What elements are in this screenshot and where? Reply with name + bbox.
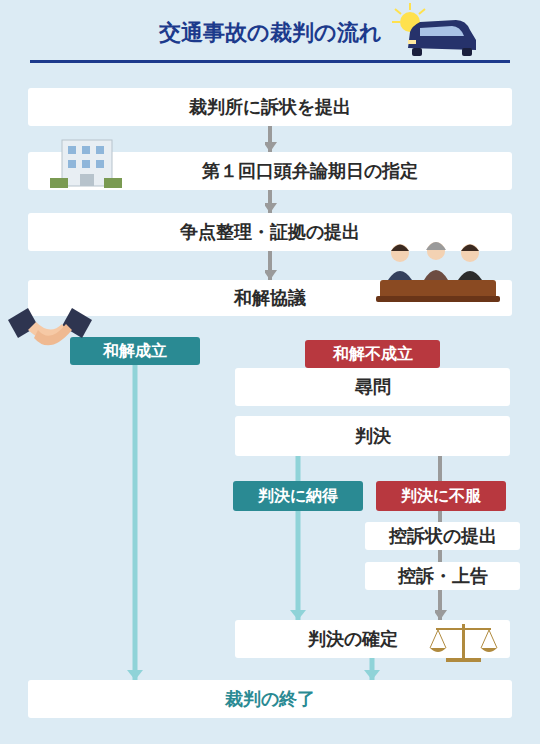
process-box: 判決の確定: [235, 620, 510, 658]
branch-label: 判決に納得: [233, 481, 363, 511]
branch-label: 和解不成立: [305, 340, 440, 368]
process-box: 控訴状の提出: [365, 522, 520, 550]
node-text: 判決の確定: [308, 627, 398, 651]
branch-label: 判決に不服: [376, 481, 506, 511]
flow-connector: [438, 511, 442, 522]
process-box: 尋問: [235, 368, 510, 406]
node-text: 争点整理・証拠の提出: [180, 220, 360, 244]
node-text: 和解協議: [234, 286, 306, 310]
flow-connector: [370, 658, 375, 680]
node-text: 控訴・上告: [398, 564, 488, 588]
node-text: 控訴状の提出: [389, 524, 497, 548]
node-text: 和解成立: [103, 341, 167, 362]
flow-connector: [268, 126, 272, 152]
title-text: 交通事故の裁判の流れ: [159, 20, 382, 45]
process-box: 裁判所に訴状を提出: [28, 88, 512, 126]
node-text: 裁判の終了: [225, 687, 315, 711]
flow-connector: [268, 251, 272, 280]
process-box: 争点整理・証拠の提出: [28, 213, 512, 251]
car-icon: [392, 3, 476, 56]
node-text: 判決に納得: [258, 486, 338, 507]
title-underline: [30, 60, 510, 63]
flow-connector: [296, 456, 301, 481]
flow-connector: [438, 456, 442, 481]
node-text: 判決に不服: [401, 486, 481, 507]
node-text: 第１回口頭弁論期日の指定: [202, 159, 418, 183]
diagram-title: 交通事故の裁判の流れ: [0, 18, 540, 48]
node-text: 尋問: [355, 375, 391, 399]
terminal-box: 裁判の終了: [28, 680, 512, 718]
flow-connector: [268, 190, 272, 213]
process-box: 判決: [235, 416, 510, 456]
process-box: 第１回口頭弁論期日の指定: [28, 152, 512, 190]
flow-connector: [438, 550, 442, 562]
flow-connector: [296, 511, 301, 620]
branch-label: 和解成立: [70, 337, 200, 365]
flow-connector: [133, 365, 138, 680]
process-box: 控訴・上告: [365, 562, 520, 590]
node-text: 和解不成立: [333, 344, 413, 365]
process-box: 和解協議: [28, 280, 512, 316]
node-text: 判決: [355, 424, 391, 448]
node-text: 裁判所に訴状を提出: [189, 95, 351, 119]
flow-connector: [438, 590, 442, 620]
